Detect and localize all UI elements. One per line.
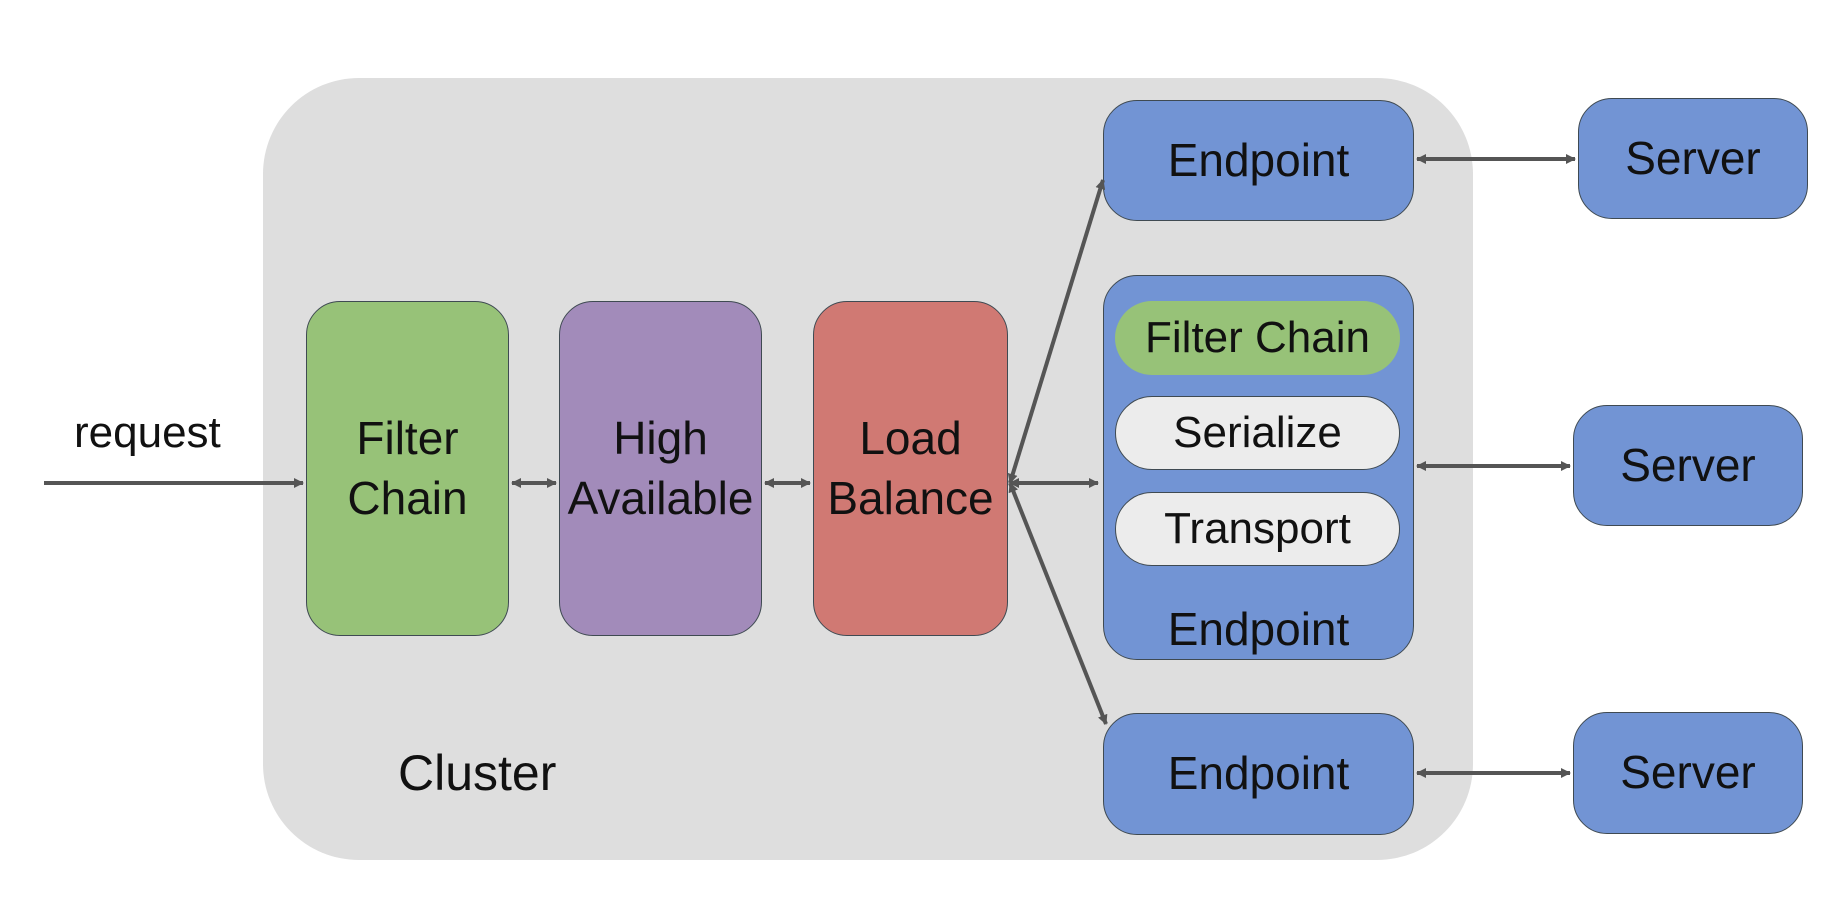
- server-bottom-label: Server: [1620, 746, 1756, 799]
- transport-block: Transport: [1115, 492, 1400, 566]
- load-balance-line1: Load: [859, 411, 962, 464]
- transport-label: Transport: [1164, 504, 1351, 554]
- filter-chain-line1: Filter: [356, 411, 459, 464]
- load-balance-block: Load Balance: [813, 301, 1008, 636]
- cluster-label: Cluster: [398, 745, 557, 801]
- server-middle-label: Server: [1620, 438, 1756, 491]
- filter-chain-line2: Chain: [347, 471, 468, 524]
- server-top: Server: [1578, 98, 1808, 219]
- endpoint-bottom-label: Endpoint: [1167, 747, 1350, 800]
- serialize-block: Serialize: [1115, 396, 1400, 470]
- endpoint-bottom: Endpoint: [1103, 713, 1414, 835]
- server-bottom: Server: [1573, 712, 1803, 834]
- endpoint-middle-label: Endpoint: [1167, 603, 1350, 655]
- high-available-line2: Available: [567, 471, 754, 524]
- endpoint-top-label: Endpoint: [1167, 133, 1350, 186]
- endpoint-filter-chain: Filter Chain: [1115, 301, 1400, 375]
- endpoint-filter-chain-label: Filter Chain: [1145, 313, 1370, 363]
- high-available-line1: High: [613, 411, 708, 464]
- high-available-block: High Available: [559, 301, 762, 636]
- serialize-label: Serialize: [1173, 408, 1342, 458]
- arrow-load-endpoint-top: [1007, 179, 1106, 484]
- load-balance-line2: Balance: [827, 471, 994, 524]
- arrow-load-endpoint-bottom: [1008, 482, 1108, 725]
- request-label: request: [74, 408, 221, 457]
- endpoint-top: Endpoint: [1103, 100, 1414, 221]
- server-middle: Server: [1573, 405, 1803, 526]
- server-top-label: Server: [1625, 131, 1761, 184]
- filter-chain-block: Filter Chain: [306, 301, 509, 636]
